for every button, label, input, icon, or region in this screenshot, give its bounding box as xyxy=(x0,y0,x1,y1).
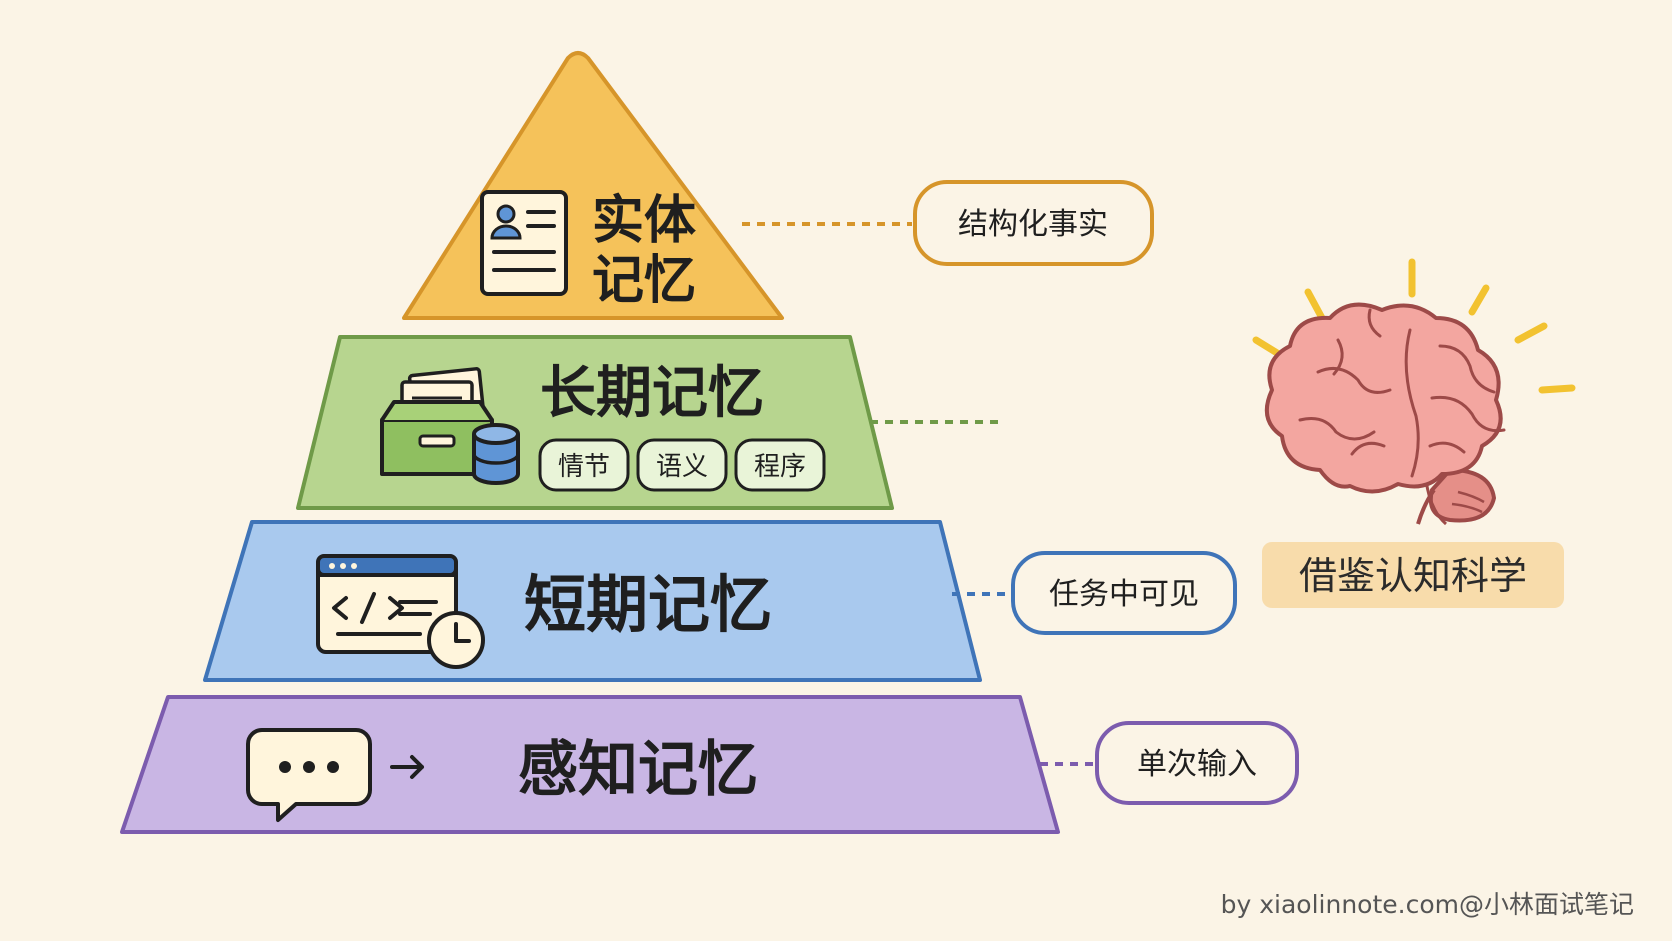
layer-short-term-title: 短期记忆 xyxy=(524,568,772,641)
layer-long-term-title: 长期记忆 xyxy=(540,361,764,426)
brain-caption: 借鉴认知科学 xyxy=(1299,554,1527,598)
layer-entity-title-line2: 记忆 xyxy=(592,251,696,311)
credit-text: by xiaolinnote.com@小林面试笔记 xyxy=(1221,890,1634,919)
file-box-database-icon xyxy=(380,367,520,485)
chat-bubble-arrow-icon xyxy=(246,728,424,822)
brain-rays xyxy=(1252,258,1576,394)
brain-caption-highlight xyxy=(1262,542,1564,608)
sensory-label-pill xyxy=(1095,721,1299,805)
chip-semantic-text: 语义 xyxy=(656,452,708,482)
brain-icon xyxy=(1252,258,1576,526)
entity-label-text: 结构化事实 xyxy=(958,207,1108,242)
short-term-label-pill xyxy=(1011,551,1237,635)
long-term-chip-group: 情节 语义 程序 xyxy=(538,438,826,492)
layer-short-term: 短期记忆 任务中可见 xyxy=(203,520,1237,682)
layer-sensory: 感知记忆 单次输入 xyxy=(120,695,1299,834)
short-term-label-text: 任务中可见 xyxy=(1049,577,1199,612)
profile-card-icon xyxy=(480,190,568,296)
layer-entity: 实体 记忆 结构化事实 xyxy=(402,51,1154,320)
code-window-clock-icon xyxy=(316,554,485,669)
layer-sensory-title: 感知记忆 xyxy=(518,735,758,805)
entity-label-pill xyxy=(913,180,1154,266)
chip-procedural-text: 程序 xyxy=(754,452,806,482)
chip-episodic-text: 情节 xyxy=(558,452,610,482)
sensory-label-text: 单次输入 xyxy=(1137,747,1257,782)
layer-entity-title-line1: 实体 xyxy=(592,191,696,251)
layer-long-term: 长期记忆 情节 语义 程序 xyxy=(296,335,1004,510)
chip-semantic xyxy=(636,438,728,492)
chip-episodic xyxy=(538,438,630,492)
chip-procedural xyxy=(734,438,826,492)
